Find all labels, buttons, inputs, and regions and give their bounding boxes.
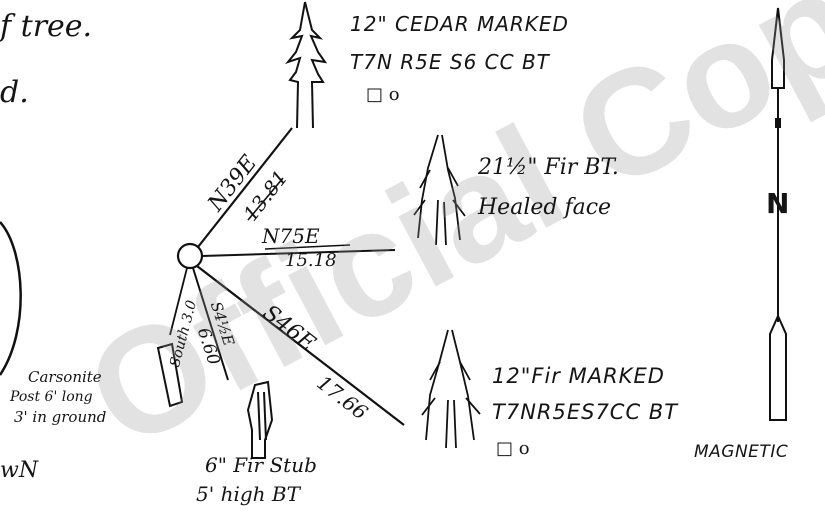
carsonite-post-icon [156, 342, 184, 408]
fir-stub-icon [246, 380, 274, 459]
monument-arc [0, 221, 22, 376]
fir-tree-healed-icon [413, 134, 466, 246]
fir-marked-label-line1: 12"Fir MARKED [492, 364, 665, 388]
cedar-label-line2: T7N R5E S6 CC BT [350, 50, 550, 74]
fir-marked-symbols: □ o [496, 438, 530, 459]
fir-stub-label-line2: 5' high BT [196, 482, 300, 506]
line-n75e [201, 249, 396, 257]
top-left-fragment-line1: f tree. [0, 9, 93, 44]
north-arrow-letter: N [766, 187, 790, 220]
fir-healed-label-line2: Healed face [478, 195, 612, 220]
corner-point-circle [176, 242, 204, 270]
fir-marked-label-line2: T7NR5ES7CC BT [492, 400, 679, 424]
line-n39e [197, 127, 293, 248]
top-left-fragment-line2: d. [0, 75, 29, 110]
bearing-n75e-distance: 15.18 [285, 250, 337, 271]
cedar-symbols: □ o [366, 84, 400, 105]
carsonite-label-line1: Carsonite [28, 368, 102, 386]
fir-tree-marked-icon [421, 329, 481, 449]
fir-healed-label-line1: 21½" Fir BT. [478, 155, 619, 180]
fir-stub-label-line1: 6" Fir Stub [205, 453, 317, 477]
carsonite-label-line3: 3' in ground [14, 408, 107, 426]
bearing-n75e-direction: N75E [262, 224, 320, 248]
carsonite-label-line2: Post 6' long [10, 389, 93, 405]
cedar-label-line1: 12" CEDAR MARKED [350, 12, 569, 36]
cedar-tree-icon [285, 1, 328, 129]
line-south [169, 267, 188, 336]
bottom-left-fragment: wN [0, 458, 39, 483]
north-arrow-icon [769, 7, 787, 421]
magnetic-caption: MAGNETIC [694, 442, 789, 462]
line-s46e [196, 265, 405, 426]
line-s4-5e [192, 267, 229, 381]
